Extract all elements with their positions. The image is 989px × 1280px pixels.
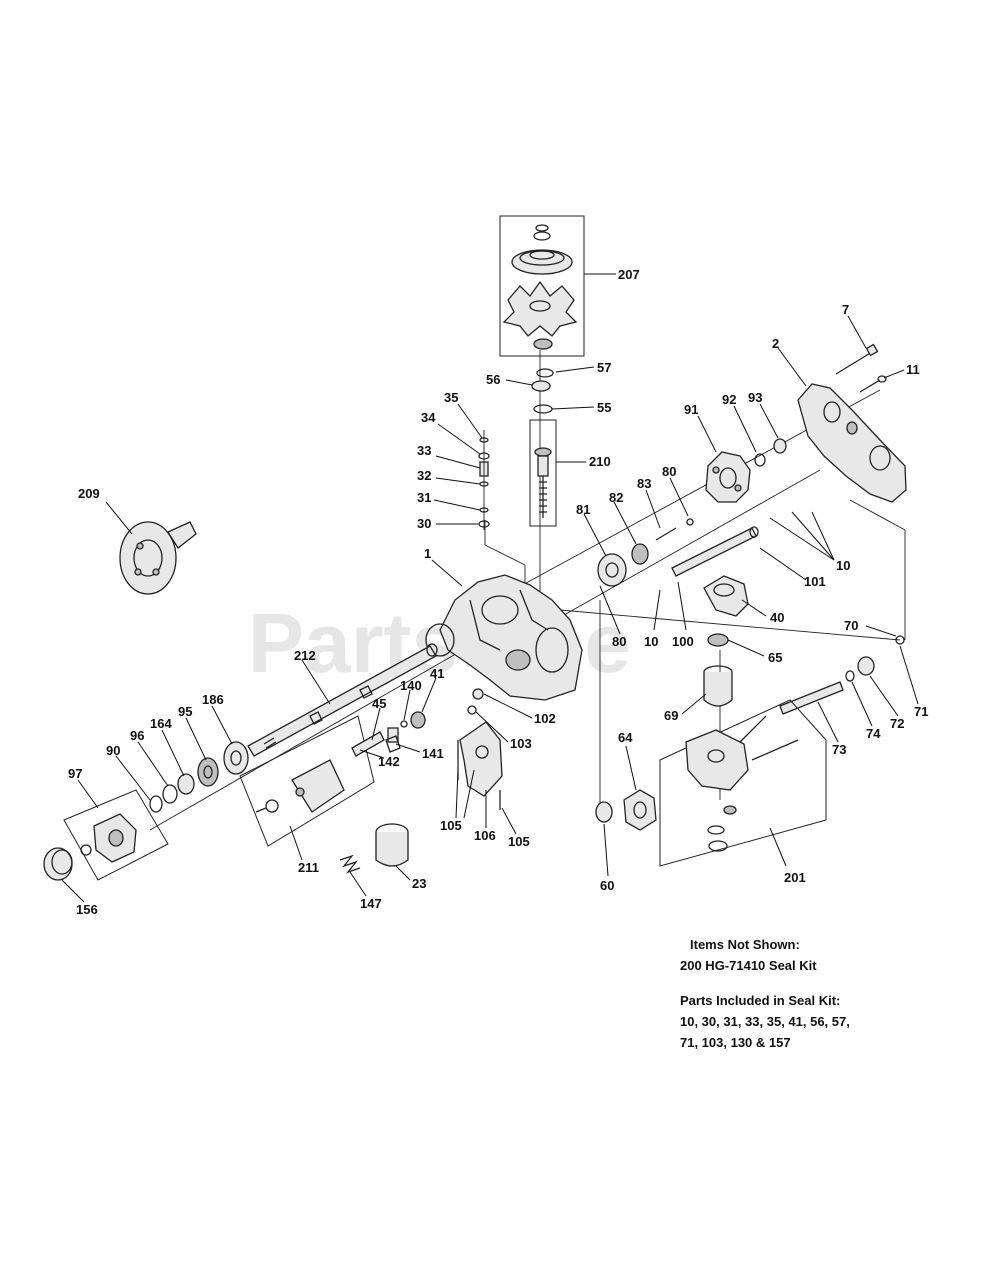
pulley-fan-assembly-207 <box>499 215 585 357</box>
label-72: 72 <box>890 716 904 731</box>
axle-cap-156 <box>43 847 73 881</box>
label-2: 2 <box>772 336 779 351</box>
label-186: 186 <box>202 692 224 707</box>
label-106: 106 <box>474 828 496 843</box>
label-101: 101 <box>804 574 826 589</box>
center-section-201 <box>659 699 827 867</box>
pump-64-filter-60 <box>595 789 657 831</box>
seal-kit-line2: 71, 103, 130 & 157 <box>680 1035 791 1050</box>
parts-102-103 <box>467 688 484 715</box>
explosion-axes <box>149 350 906 831</box>
label-209: 209 <box>78 486 100 501</box>
bearings-92-93 <box>754 438 787 467</box>
label-10-right: 10 <box>836 558 850 573</box>
washer-65 <box>707 633 729 647</box>
label-90: 90 <box>106 743 120 758</box>
label-55: 55 <box>597 400 611 415</box>
label-96: 96 <box>130 728 144 743</box>
label-95: 95 <box>178 704 192 719</box>
label-35: 35 <box>444 390 458 405</box>
bracket-assembly-211 <box>239 715 375 847</box>
label-64: 64 <box>618 730 633 745</box>
label-147: 147 <box>360 896 382 911</box>
filter-23 <box>375 823 409 867</box>
wheel-hub-209 <box>119 521 197 595</box>
label-45: 45 <box>372 696 386 711</box>
label-80-top: 80 <box>662 464 676 479</box>
items-not-shown-heading: Items Not Shown: <box>690 937 800 952</box>
label-23: 23 <box>412 876 426 891</box>
label-83: 83 <box>637 476 651 491</box>
gears-81-82 <box>597 518 694 587</box>
side-cover-2 <box>797 383 907 503</box>
label-32: 32 <box>417 468 431 483</box>
label-57: 57 <box>597 360 611 375</box>
label-56: 56 <box>486 372 500 387</box>
part-labels: 207 57 56 55 210 35 34 33 32 31 30 209 1… <box>68 267 928 917</box>
items-not-shown-line: 200 HG-71410 Seal Kit <box>680 958 817 973</box>
seal-kit-line1: 10, 30, 31, 33, 35, 41, 56, 57, <box>680 1014 850 1029</box>
label-92: 92 <box>722 392 736 407</box>
label-211: 211 <box>298 860 319 875</box>
seal-41-washer-140 <box>387 711 426 743</box>
label-91: 91 <box>684 402 698 417</box>
label-31: 31 <box>417 490 431 505</box>
items-not-shown-note: Items Not Shown: <box>690 934 800 955</box>
bolts-7-11 <box>835 343 887 393</box>
label-210: 210 <box>589 454 611 469</box>
label-73: 73 <box>832 742 846 757</box>
label-65: 65 <box>768 650 782 665</box>
label-141: 141 <box>422 746 444 761</box>
label-140: 140 <box>400 678 422 693</box>
label-93: 93 <box>748 390 762 405</box>
leader-lines <box>61 273 919 903</box>
label-82: 82 <box>609 490 623 505</box>
label-33: 33 <box>417 443 431 458</box>
label-69: 69 <box>664 708 678 723</box>
label-81: 81 <box>576 502 590 517</box>
label-60: 60 <box>600 878 614 893</box>
label-70: 70 <box>844 618 858 633</box>
label-30: 30 <box>417 516 431 531</box>
label-142: 142 <box>378 754 400 769</box>
axle-shaft-212 <box>247 643 438 757</box>
seal-kit-note: 200 HG-71410 Seal Kit Parts Included in … <box>680 955 850 1053</box>
label-201: 201 <box>784 870 806 885</box>
label-102: 102 <box>534 711 556 726</box>
label-40: 40 <box>770 610 784 625</box>
label-41: 41 <box>430 666 444 681</box>
input-shaft-210 <box>529 419 557 527</box>
bracket-106 <box>457 721 503 810</box>
gear-91 <box>705 451 751 503</box>
label-11: 11 <box>906 362 920 377</box>
hub-box-97 <box>63 789 169 881</box>
label-212: 212 <box>294 648 316 663</box>
label-207: 207 <box>618 267 640 282</box>
label-1: 1 <box>424 546 431 561</box>
label-105-left: 105 <box>440 818 462 833</box>
label-100: 100 <box>672 634 694 649</box>
label-105-right: 105 <box>508 834 530 849</box>
cylinder-block-69 <box>703 665 733 707</box>
shaft-101 <box>671 526 759 577</box>
spacer-rings <box>531 368 554 414</box>
label-10-center: 10 <box>644 634 658 649</box>
label-34: 34 <box>421 410 436 425</box>
label-164: 164 <box>150 716 172 731</box>
spring-147 <box>339 854 361 874</box>
small-parts-column <box>478 430 490 530</box>
axle-bearing-stack <box>149 741 249 813</box>
shaft-parts-70-74 <box>779 635 905 715</box>
main-housing-1 <box>425 574 583 701</box>
label-74: 74 <box>866 726 881 741</box>
label-156: 156 <box>76 902 98 917</box>
label-80-bottom: 80 <box>612 634 626 649</box>
bevel-gear-40 <box>703 575 749 617</box>
label-71: 71 <box>914 704 928 719</box>
seal-kit-heading: Parts Included in Seal Kit: <box>680 993 841 1008</box>
label-97: 97 <box>68 766 82 781</box>
label-7: 7 <box>842 302 849 317</box>
label-103: 103 <box>510 736 532 751</box>
